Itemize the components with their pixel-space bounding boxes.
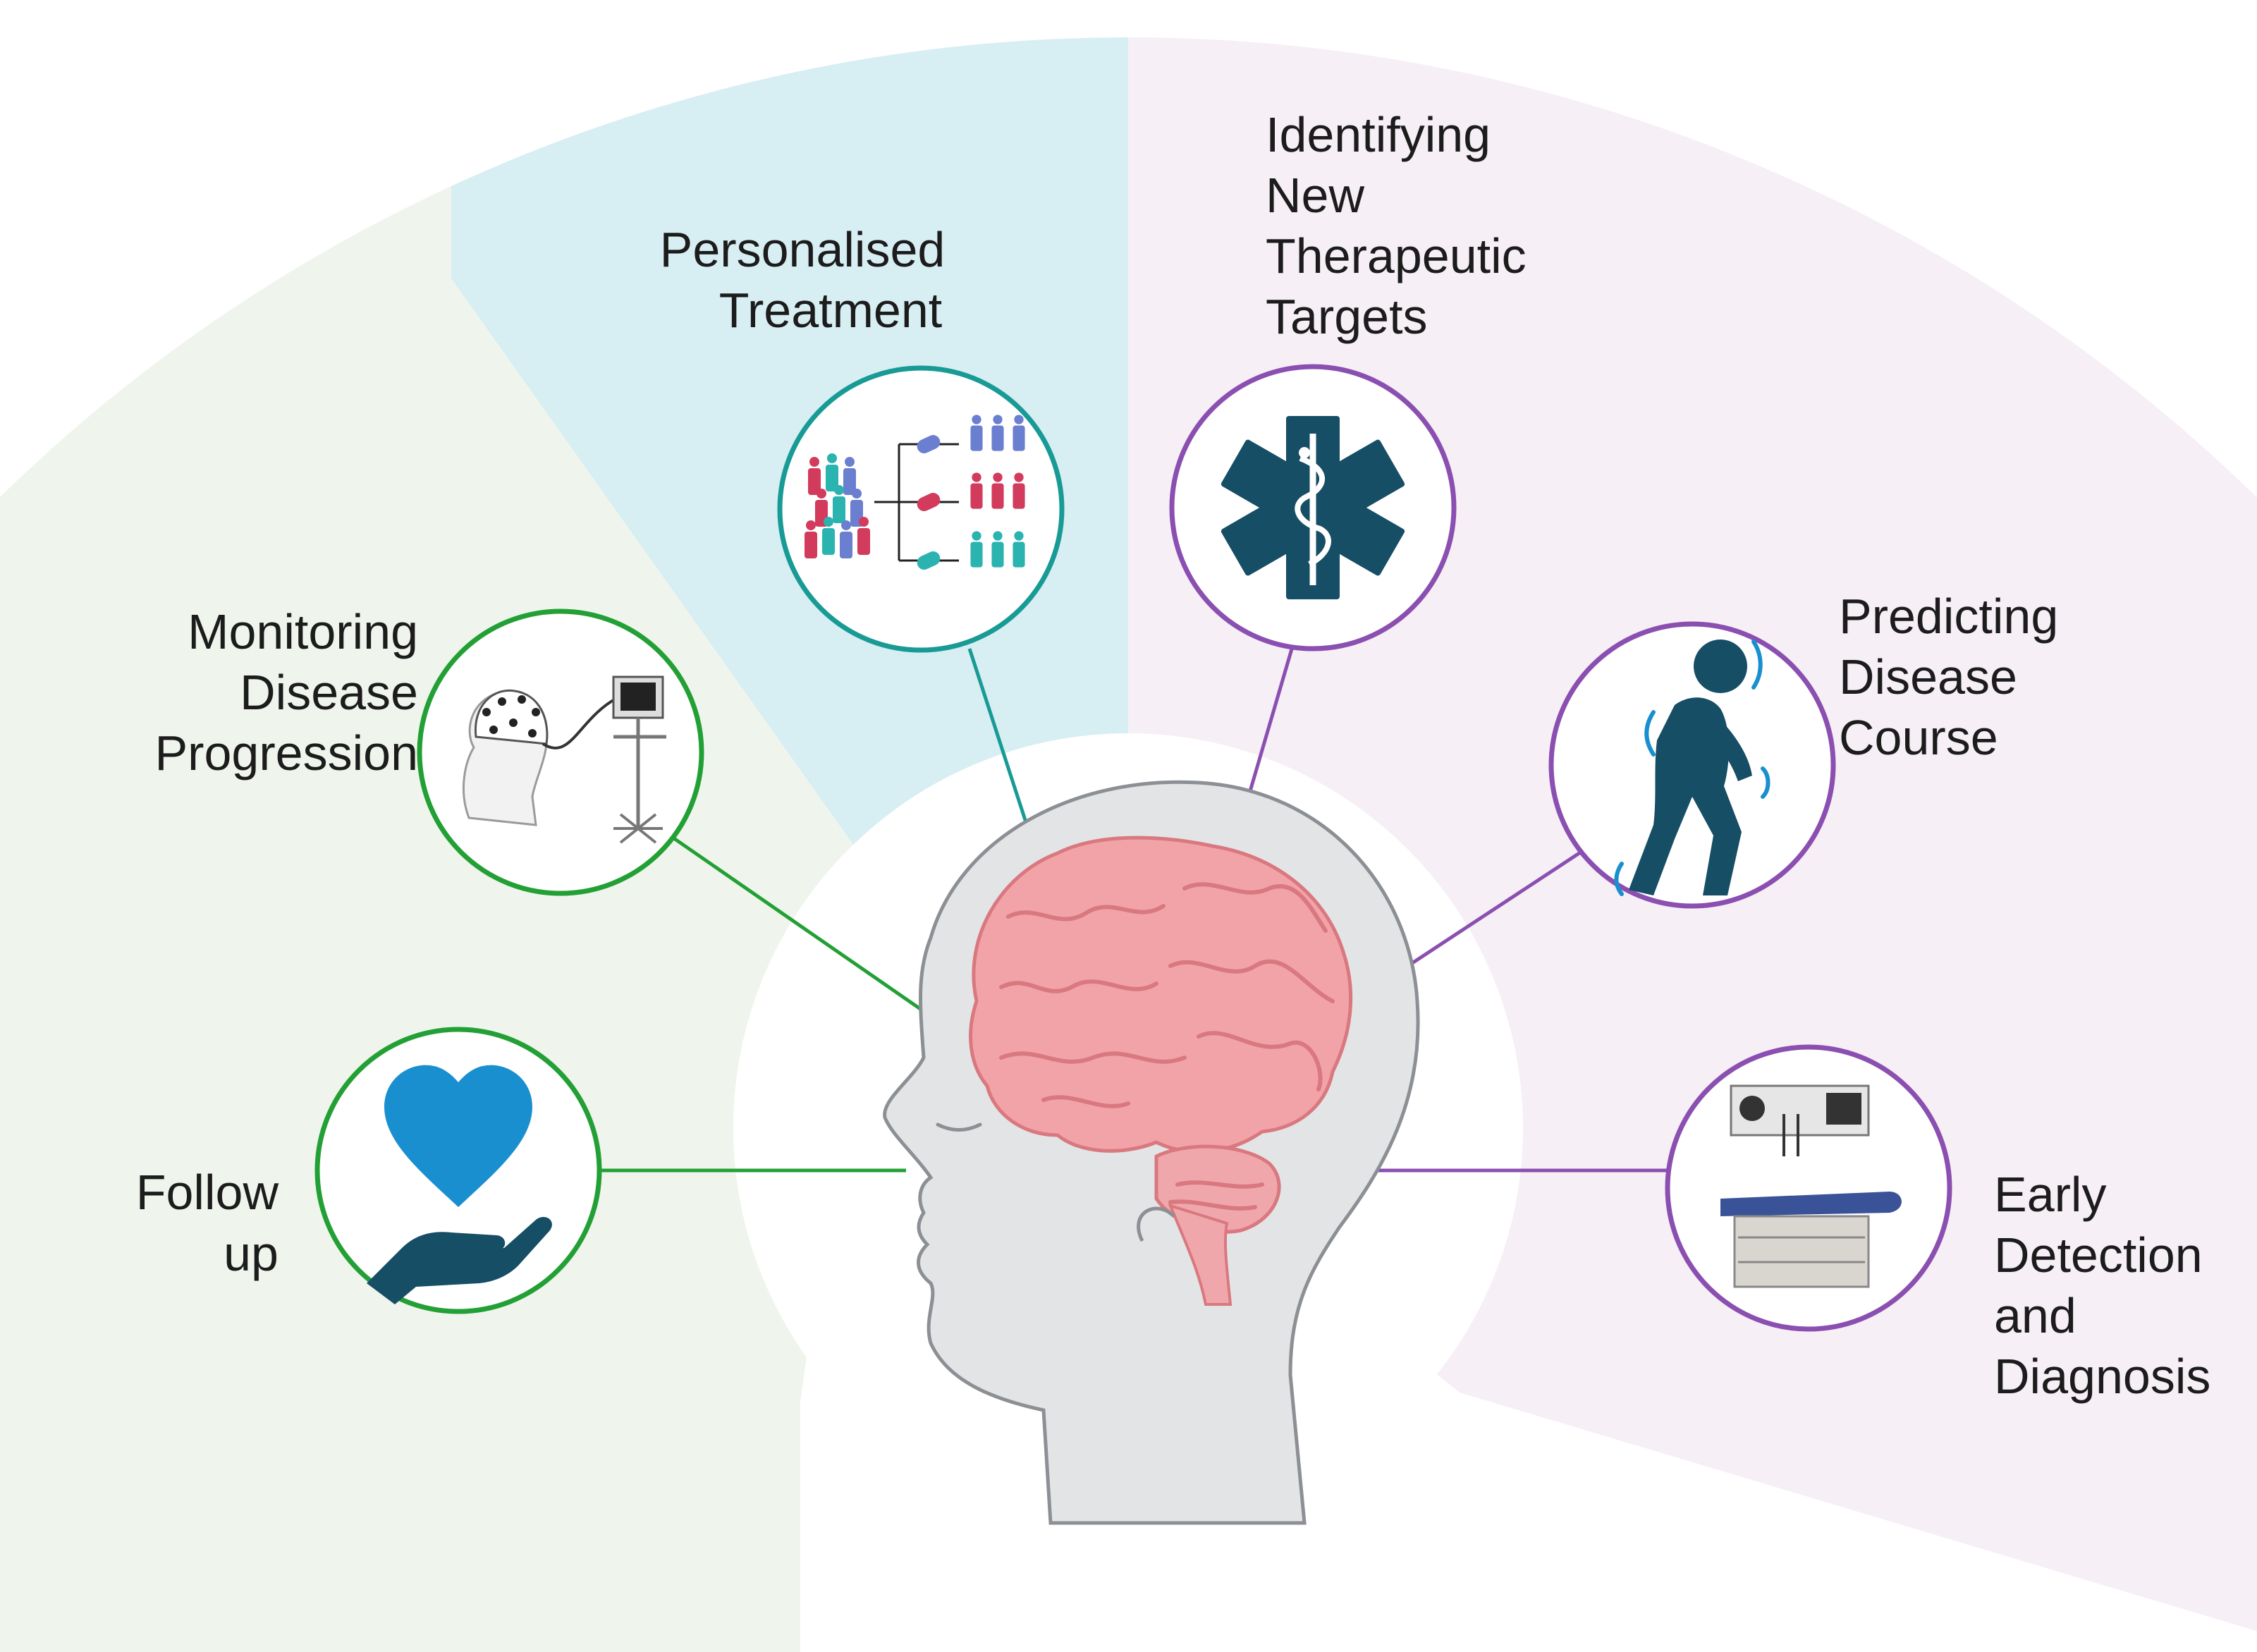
person-figure xyxy=(833,485,845,523)
bp-gauge xyxy=(1739,1096,1765,1121)
node-follow-up xyxy=(314,1027,602,1314)
brain-folds xyxy=(999,882,1335,1211)
tremor-marks xyxy=(1614,640,1770,896)
label-predicting: Predicting Disease Course xyxy=(1839,589,2058,765)
monitoring-circle xyxy=(417,608,704,896)
label-early-detection: Early Detection and Diagnosis xyxy=(1994,1167,2210,1404)
person-figure xyxy=(1013,531,1025,568)
follow-up-line-2: up xyxy=(224,1226,279,1281)
pill-icon xyxy=(917,435,941,453)
node-predicting xyxy=(1548,621,1836,909)
label-identifying: Identifying New Therapeutic Targets xyxy=(1266,107,1527,344)
head-ear xyxy=(1137,1206,1175,1242)
dispenser xyxy=(1826,1093,1861,1125)
head-brain-illustration xyxy=(883,780,1420,1525)
node-personalised xyxy=(777,365,1065,653)
pill-icon xyxy=(917,493,941,511)
monitoring-line-2: Disease xyxy=(240,665,418,720)
eeg-cap-monitor-icon xyxy=(462,675,666,844)
eeg-monitor-screen xyxy=(620,683,656,711)
walking-person-tremor-icon xyxy=(1614,640,1770,896)
label-follow-up: Follow up xyxy=(136,1165,279,1281)
identifying-line-1: Identifying xyxy=(1266,107,1491,162)
person-figure xyxy=(1013,415,1025,451)
person-figure xyxy=(808,457,821,495)
early-detection-line-4: Diagnosis xyxy=(1994,1349,2210,1404)
head-eye xyxy=(936,1122,982,1132)
monitoring-line-3: Progression xyxy=(154,726,418,781)
person-figure xyxy=(991,531,1004,568)
heart-in-hand-icon xyxy=(367,1065,552,1304)
patient-groups-pills-icon xyxy=(805,415,1025,570)
early-detection-line-3: and xyxy=(1994,1288,2076,1343)
pill-icon xyxy=(917,551,941,570)
person-figure xyxy=(970,472,983,509)
person-figure xyxy=(991,415,1004,451)
person-figure xyxy=(970,531,983,568)
node-identifying xyxy=(1169,364,1457,651)
predicting-line-3: Course xyxy=(1839,710,1998,765)
connector-monitoring xyxy=(668,833,946,1028)
node-early-detection xyxy=(1665,1044,1952,1332)
person-figure xyxy=(840,520,852,558)
hand-icon xyxy=(367,1216,552,1304)
eeg-stand-base xyxy=(613,813,663,844)
predicting-line-2: Disease xyxy=(1839,649,2017,704)
personalised-line-1: Personalised xyxy=(660,222,946,277)
person-figure xyxy=(805,520,817,558)
exam-cushion xyxy=(1720,1192,1902,1216)
brainstem xyxy=(1168,1203,1233,1306)
heart-icon xyxy=(384,1065,532,1207)
early-detection-line-1: Early xyxy=(1994,1167,2106,1222)
label-monitoring: Monitoring Disease Progression xyxy=(154,604,418,781)
early-detection-line-2: Detection xyxy=(1994,1228,2203,1283)
predicting-line-1: Predicting xyxy=(1839,589,2058,644)
exam-table-equipment-icon xyxy=(1720,1084,1902,1288)
eeg-cable xyxy=(542,697,618,749)
personalised-line-2: Treatment xyxy=(719,283,942,338)
label-personalised: Personalised Treatment xyxy=(660,222,946,338)
star-of-life-icon xyxy=(1221,416,1405,599)
person-figure xyxy=(826,453,838,491)
identifying-line-4: Targets xyxy=(1266,289,1428,344)
person-figure xyxy=(1013,472,1025,509)
person-figure xyxy=(843,457,856,495)
person-figure xyxy=(970,415,983,451)
person-figure xyxy=(857,517,870,555)
eeg-electrodes xyxy=(482,695,540,738)
exam-cables xyxy=(1782,1114,1799,1156)
follow-up-line-1: Follow xyxy=(136,1165,279,1220)
monitoring-line-1: Monitoring xyxy=(188,604,418,659)
identifying-line-3: Therapeutic xyxy=(1266,228,1527,283)
person-figure xyxy=(991,472,1004,509)
serpent xyxy=(1295,455,1331,567)
brain xyxy=(969,836,1353,1154)
node-monitoring xyxy=(417,608,704,896)
exam-cabinet xyxy=(1733,1215,1870,1288)
identifying-line-2: New xyxy=(1266,168,1364,223)
person-figure xyxy=(822,517,835,555)
